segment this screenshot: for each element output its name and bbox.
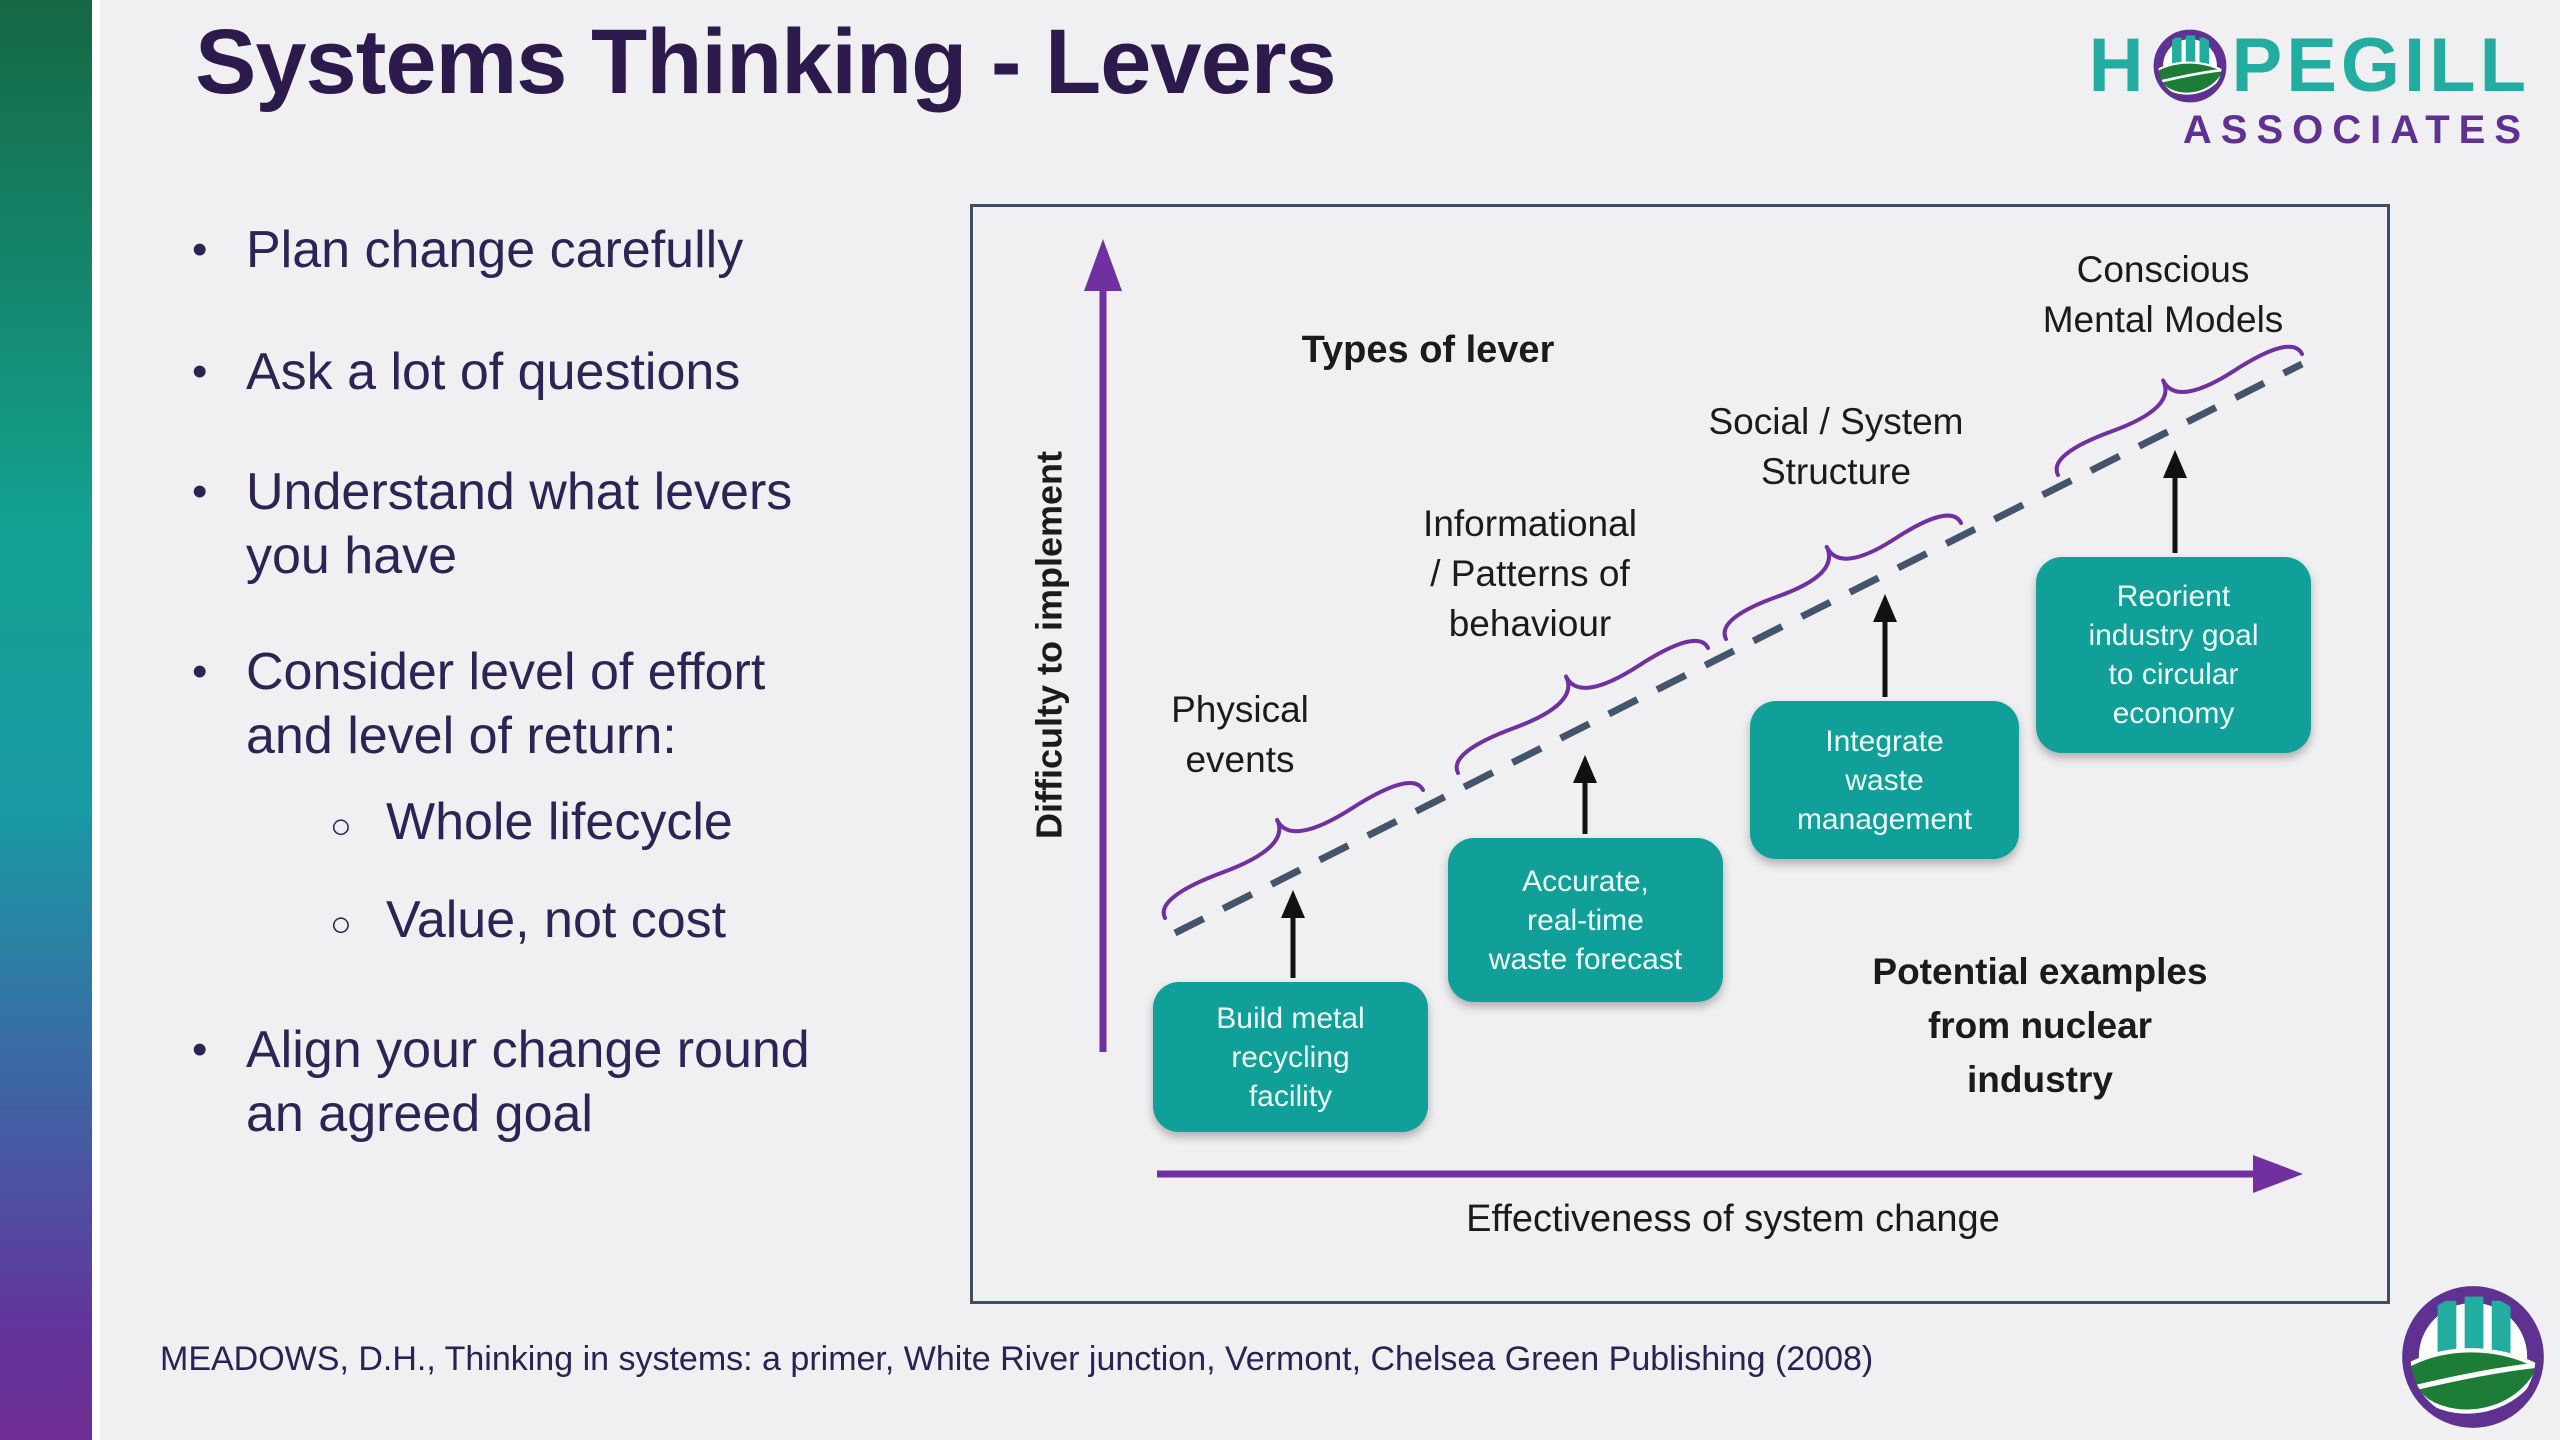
bullet-item: • Consider level of effort and level of r… xyxy=(192,640,810,768)
leaf-circle-icon xyxy=(2153,29,2226,103)
example-box-recycling: Build metal recycling facility xyxy=(1153,982,1428,1132)
bullet-marker: • xyxy=(192,467,208,516)
lever-brace xyxy=(1722,513,1963,641)
lever-brace xyxy=(1161,781,1425,920)
bullet-marker: • xyxy=(192,647,208,696)
lever-brace xyxy=(1454,639,1710,775)
brand-logo: H PEGILL ASSOCIATES xyxy=(2089,28,2530,153)
trend-dashed-line xyxy=(1173,360,2304,937)
bullet-marker: • xyxy=(192,1025,208,1074)
example-box-forecast: Accurate, real-time waste forecast xyxy=(1448,838,1723,1002)
bullet-marker: • xyxy=(192,347,208,396)
y-axis-arrowhead xyxy=(1084,239,1122,291)
sub-bullet-marker: ○ xyxy=(330,903,352,944)
bullet-text: Whole lifecycle xyxy=(386,793,733,851)
lever-brace xyxy=(2054,344,2304,477)
brand-subtitle: ASSOCIATES xyxy=(2182,108,2530,152)
bullet-text: Understand what levers you have xyxy=(246,463,793,585)
diagram-canvas: Difficulty to implement Effectiveness of… xyxy=(1029,239,2304,1240)
bullet-text: Consider level of effort and level of re… xyxy=(246,643,766,765)
bullet-text: Ask a lot of questions xyxy=(246,343,741,401)
bullet-item: • Align your change round an agreed goal xyxy=(192,1018,810,1146)
lever-label-physical: Physical events xyxy=(1171,689,1309,780)
sub-bullet-item: ○ Whole lifecycle xyxy=(330,790,810,858)
corner-leaf-icon xyxy=(2402,1286,2544,1428)
bullet-list: • Plan change carefully • Ask a lot of que… xyxy=(192,218,810,1146)
lever-label-informational: Informational / Patterns of behaviour xyxy=(1423,503,1637,644)
example-box-circular-economy: Reorient industry goal to circular econo… xyxy=(2036,557,2311,753)
bullet-item: • Plan change carefully xyxy=(192,218,810,282)
example-arrowhead xyxy=(1873,594,1897,622)
diagram-title: Types of lever xyxy=(1301,329,1555,371)
page-title: Systems Thinking - Levers xyxy=(195,11,1337,113)
x-axis-arrowhead xyxy=(2253,1155,2303,1193)
bullet-item: • Understand what levers you have xyxy=(192,460,810,588)
sub-bullet-item: ○ Value, not cost xyxy=(330,888,810,956)
lever-label-social: Social / System Structure xyxy=(1708,401,1964,492)
y-axis-label: Difficulty to implement xyxy=(1029,451,1070,839)
logo-inner xyxy=(2410,1296,2536,1414)
logo-inner xyxy=(2157,35,2222,95)
levers-diagram: Difficulty to implement Effectiveness of… xyxy=(970,204,2390,1304)
diagram-note: Potential examples from nuclear industry xyxy=(1872,951,2208,1100)
lever-label-conscious: Conscious Mental Models xyxy=(2042,249,2284,340)
example-arrowhead xyxy=(1573,755,1597,783)
citation: MEADOWS, D.H., Thinking in systems: a pr… xyxy=(160,1340,1874,1378)
bullet-item: • Ask a lot of questions xyxy=(192,340,810,404)
brand-word-end: PEGILL xyxy=(2231,23,2530,108)
x-axis-label: Effectiveness of system change xyxy=(1466,1198,2000,1240)
bullet-text: Align your change round an agreed goal xyxy=(246,1021,810,1143)
bullet-marker: • xyxy=(192,225,208,274)
bullet-text: Value, not cost xyxy=(386,891,727,949)
brand-wordmark: H PEGILL xyxy=(2089,28,2530,104)
bullet-text: Plan change carefully xyxy=(246,221,744,279)
slide-accent-bar xyxy=(0,0,100,1440)
example-box-waste-management: Integrate waste management xyxy=(1750,701,2019,859)
example-arrowhead xyxy=(1281,890,1305,918)
example-arrowhead xyxy=(2163,450,2187,478)
sub-bullet-marker: ○ xyxy=(330,805,352,846)
brand-word-start: H xyxy=(2088,23,2148,108)
